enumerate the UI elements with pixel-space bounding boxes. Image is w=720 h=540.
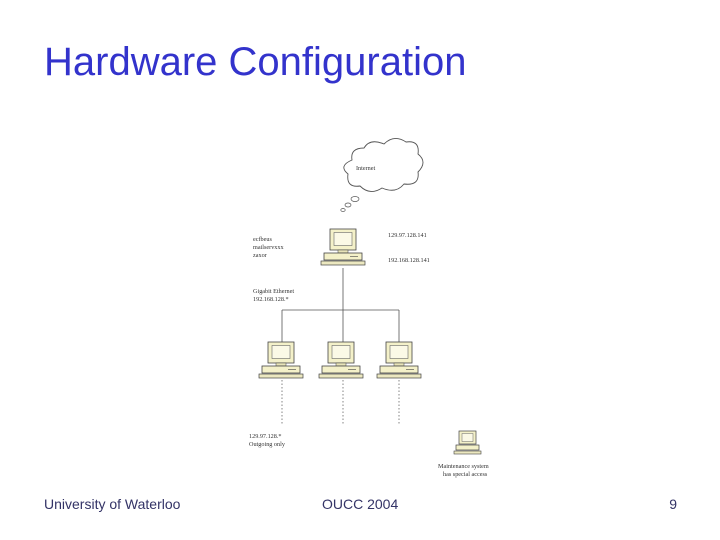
network-label: Gigabit Ethernet bbox=[253, 288, 294, 295]
outgoing-note: Outgoing only bbox=[249, 441, 286, 448]
network-subnet: 192.168.128.* bbox=[253, 296, 289, 303]
outgoing-lines bbox=[281, 380, 400, 425]
network-lines bbox=[281, 268, 400, 342]
maintenance-label: Maintenance system bbox=[438, 463, 489, 470]
client-computer bbox=[318, 341, 364, 379]
outgoing-subnet: 129.97.128.* bbox=[249, 433, 281, 440]
cloud-bubble bbox=[340, 208, 346, 212]
maintenance-note: has special access bbox=[443, 471, 488, 478]
server-ip-private: 192.168.128.141 bbox=[388, 257, 430, 264]
cloud-bubble bbox=[344, 202, 352, 208]
server-name-1: ecfbeus bbox=[253, 236, 272, 243]
internet-cloud: Internet bbox=[343, 138, 424, 192]
server-computer bbox=[320, 228, 366, 266]
maintenance-computer bbox=[453, 430, 482, 455]
cloud-bubble bbox=[350, 196, 360, 202]
client-computer bbox=[376, 341, 422, 379]
internet-label: Internet bbox=[356, 165, 376, 172]
footer-institution: University of Waterloo bbox=[44, 496, 181, 512]
server-name-2: mailservxxx bbox=[253, 244, 284, 251]
client-computer bbox=[258, 341, 304, 379]
page-number: 9 bbox=[669, 496, 677, 512]
slide-title: Hardware Configuration bbox=[44, 40, 467, 84]
server-ip-public: 129.97.128.141 bbox=[388, 232, 427, 239]
footer-event: OUCC 2004 bbox=[322, 496, 399, 512]
server-name-3: zaxor bbox=[253, 252, 267, 259]
